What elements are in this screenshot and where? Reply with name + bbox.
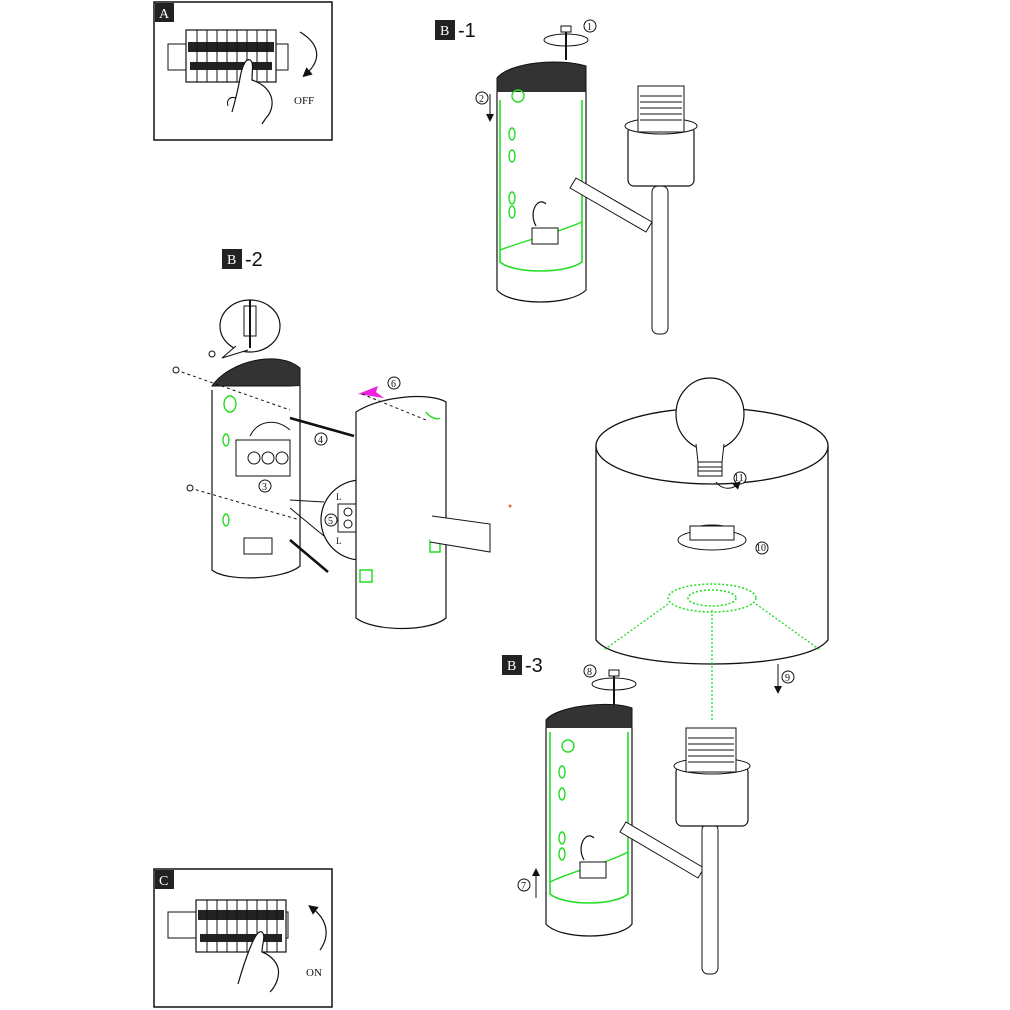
panel-a-letter: A — [159, 7, 170, 22]
terminal-block-icon — [235, 421, 291, 477]
panel-c-badge — [155, 870, 174, 889]
step-b1-letter: B — [440, 24, 449, 39]
light-bulb-icon — [675, 377, 745, 477]
terminal-l-top: L — [336, 492, 342, 502]
screw-icon — [543, 25, 589, 60]
panel-c-letter: C — [159, 874, 168, 889]
circuit-breaker-icon — [167, 29, 289, 83]
lamp-cover — [355, 395, 491, 630]
step-8-number: 8 — [587, 667, 592, 678]
panel-a-badge — [155, 3, 174, 22]
step-2-number: 2 — [479, 94, 484, 105]
step-b3-label: -3 — [525, 655, 543, 677]
step-b2-badge — [222, 249, 242, 269]
screw-icon — [289, 416, 355, 573]
step-b2-letter: B — [227, 253, 236, 268]
lamp-socket-icon — [624, 85, 698, 187]
rotate-up-arrow — [308, 905, 327, 951]
terminal-l-bottom: L — [336, 536, 342, 546]
step-b3: B -3 8 7 — [502, 655, 751, 975]
hand-icon — [227, 59, 273, 125]
step-b3-letter: B — [507, 659, 516, 674]
wall-plate — [545, 703, 633, 937]
mounting-plate — [211, 358, 301, 579]
lamp-stem — [701, 823, 719, 975]
step-b1-label: -1 — [458, 20, 476, 42]
wall-plate — [496, 61, 587, 303]
circuit-breaker-icon — [167, 899, 289, 953]
step-6-number: 6 — [391, 379, 396, 390]
wall-plug-icon — [219, 299, 281, 359]
step-5-number: 5 — [328, 516, 333, 527]
panel-c: C ON — [153, 868, 333, 1008]
slide-arrow — [358, 386, 384, 398]
step-1-number: 1 — [587, 22, 592, 33]
shade-assembly: 11 10 9 — [595, 377, 829, 720]
panel-a-frame — [153, 1, 333, 141]
hand-icon — [237, 931, 280, 993]
panel-a: A OFF — [153, 1, 333, 141]
shade-ring — [677, 524, 747, 551]
lamp-stem — [651, 185, 669, 335]
step-b1: B -1 1 2 — [435, 19, 698, 335]
step-b2-label: -2 — [245, 249, 263, 271]
switch-on-label: ON — [306, 967, 322, 979]
switch-off-label: OFF — [294, 95, 314, 107]
panel-c-frame — [153, 868, 333, 1008]
step-11-number: 11 — [734, 473, 744, 484]
step-b1-badge — [435, 20, 455, 40]
rotate-down-arrow — [299, 31, 318, 78]
step-10-number: 10 — [756, 543, 766, 554]
step-b2: B -2 — [172, 249, 512, 630]
step-9-number: 9 — [785, 673, 790, 684]
lamp-socket-icon — [673, 727, 751, 827]
step-b3-badge — [502, 655, 522, 675]
step-3-number: 3 — [262, 482, 267, 493]
step-7-number: 7 — [521, 881, 526, 892]
step-4-number: 4 — [318, 435, 323, 446]
